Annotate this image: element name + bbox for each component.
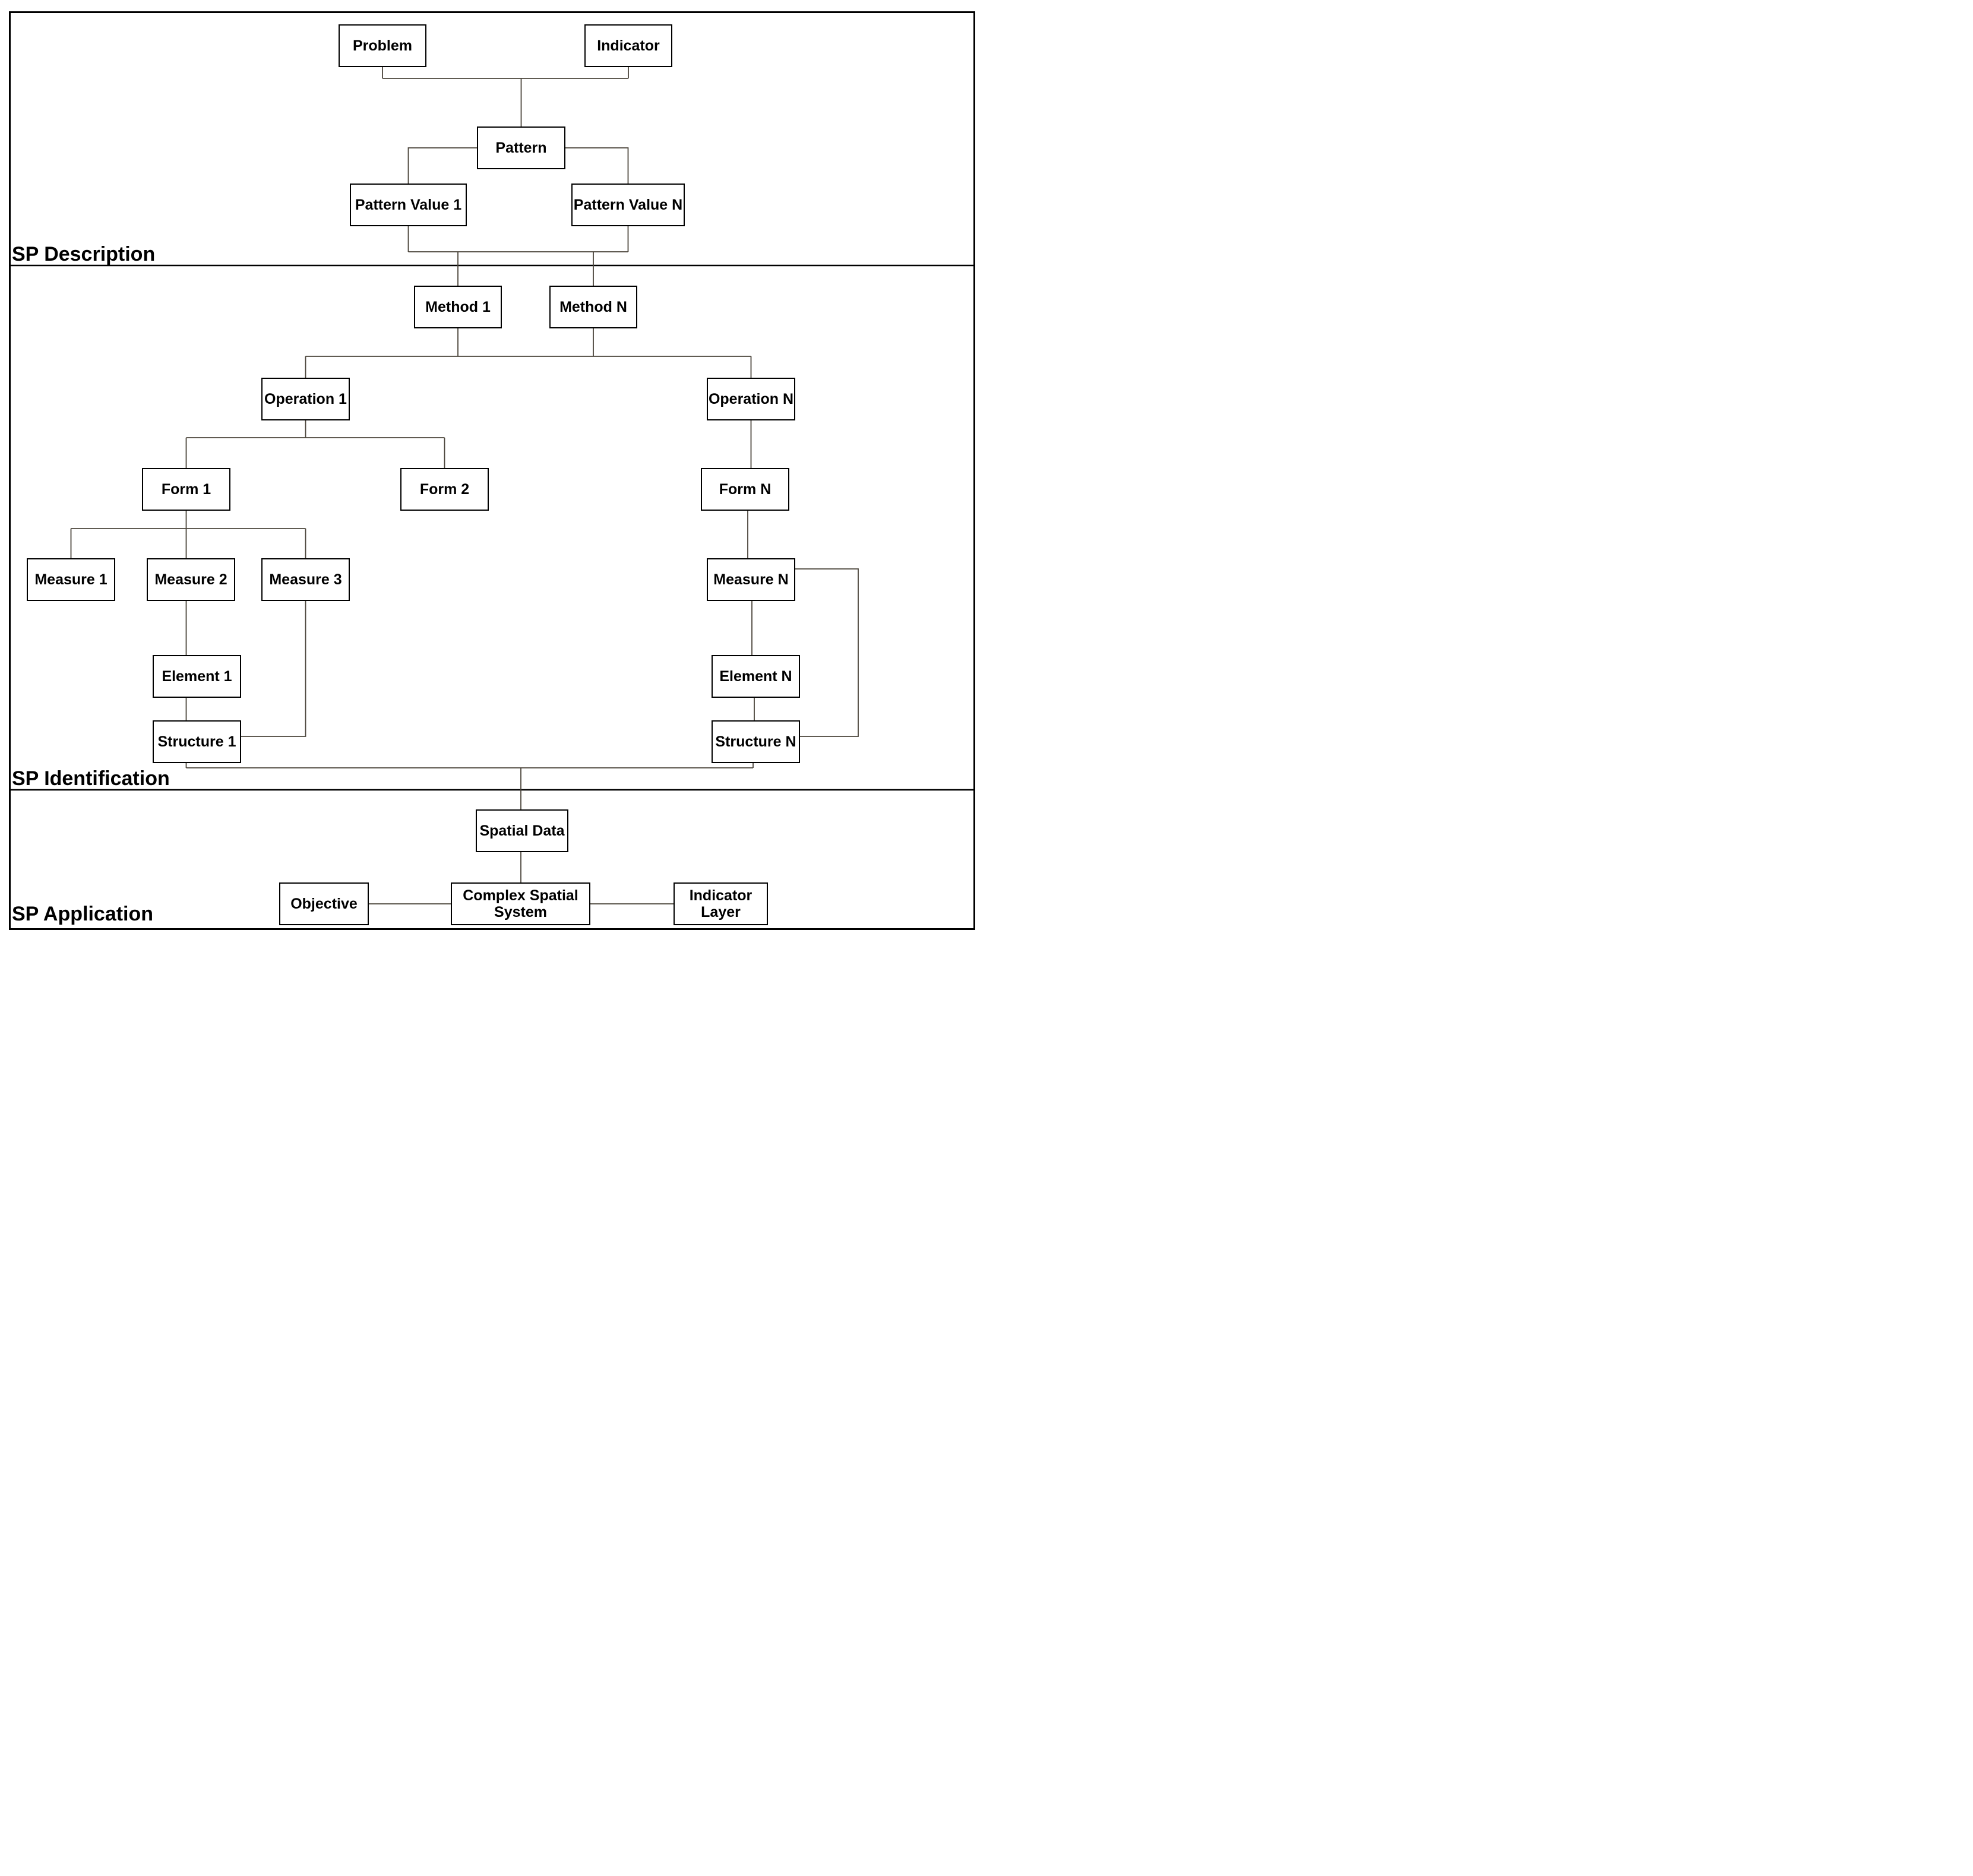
node-form-2: Form 2 <box>400 468 489 511</box>
edge-problem-indicator-to-pattern <box>382 67 629 126</box>
edge-structures-to-spatial-data <box>185 763 754 809</box>
node-operation-n: Operation N <box>707 378 795 420</box>
node-problem: Problem <box>339 24 426 67</box>
node-measure-2: Measure 2 <box>147 558 235 601</box>
diagram-canvas: SP Description SP Identification SP Appl… <box>0 0 986 938</box>
node-indicator-layer: Indicator Layer <box>674 882 768 925</box>
node-structure-1: Structure 1 <box>153 720 241 763</box>
node-method-n: Method N <box>549 286 637 328</box>
edge-methods-to-operations <box>305 328 752 378</box>
node-objective: Objective <box>279 882 369 925</box>
edge-pattern-to-pattern-value-n <box>565 147 629 184</box>
section-label-sp-application: SP Application <box>12 903 154 925</box>
node-pattern: Pattern <box>477 126 565 169</box>
node-element-1: Element 1 <box>153 655 241 698</box>
section-label-sp-description: SP Description <box>12 243 156 265</box>
node-measure-3: Measure 3 <box>261 558 350 601</box>
outer-frame <box>9 11 975 930</box>
node-pattern-value-1: Pattern Value 1 <box>350 184 467 226</box>
node-form-1: Form 1 <box>142 468 230 511</box>
edge-form-1-to-measures <box>70 511 306 558</box>
edge-measure-3-to-structure-1 <box>241 601 306 737</box>
edge-operation-1-to-forms <box>185 420 445 468</box>
edge-measure-n-to-structure-n <box>795 568 859 737</box>
node-spatial-data: Spatial Data <box>476 809 568 852</box>
node-indicator: Indicator <box>584 24 672 67</box>
node-form-n: Form N <box>701 468 789 511</box>
section-label-sp-identification: SP Identification <box>12 767 170 790</box>
node-measure-1: Measure 1 <box>27 558 115 601</box>
edge-pattern-values-to-methods <box>407 226 629 286</box>
node-element-n: Element N <box>712 655 800 698</box>
connector-layer <box>9 11 975 930</box>
edges-group <box>70 67 859 904</box>
node-pattern-value-n: Pattern Value N <box>571 184 685 226</box>
node-measure-n: Measure N <box>707 558 795 601</box>
node-operation-1: Operation 1 <box>261 378 350 420</box>
node-complex-spatial-system: Complex Spatial System <box>451 882 590 925</box>
edge-pattern-to-pattern-value-1 <box>407 147 477 184</box>
node-method-1: Method 1 <box>414 286 502 328</box>
node-structure-n: Structure N <box>712 720 800 763</box>
